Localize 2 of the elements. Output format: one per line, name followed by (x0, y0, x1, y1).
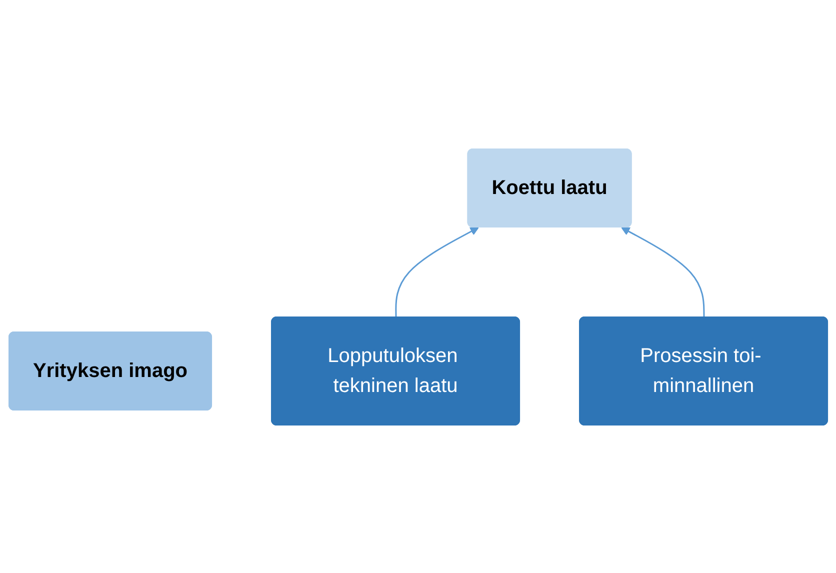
arrow (620, 226, 704, 317)
arrow (394, 226, 479, 317)
